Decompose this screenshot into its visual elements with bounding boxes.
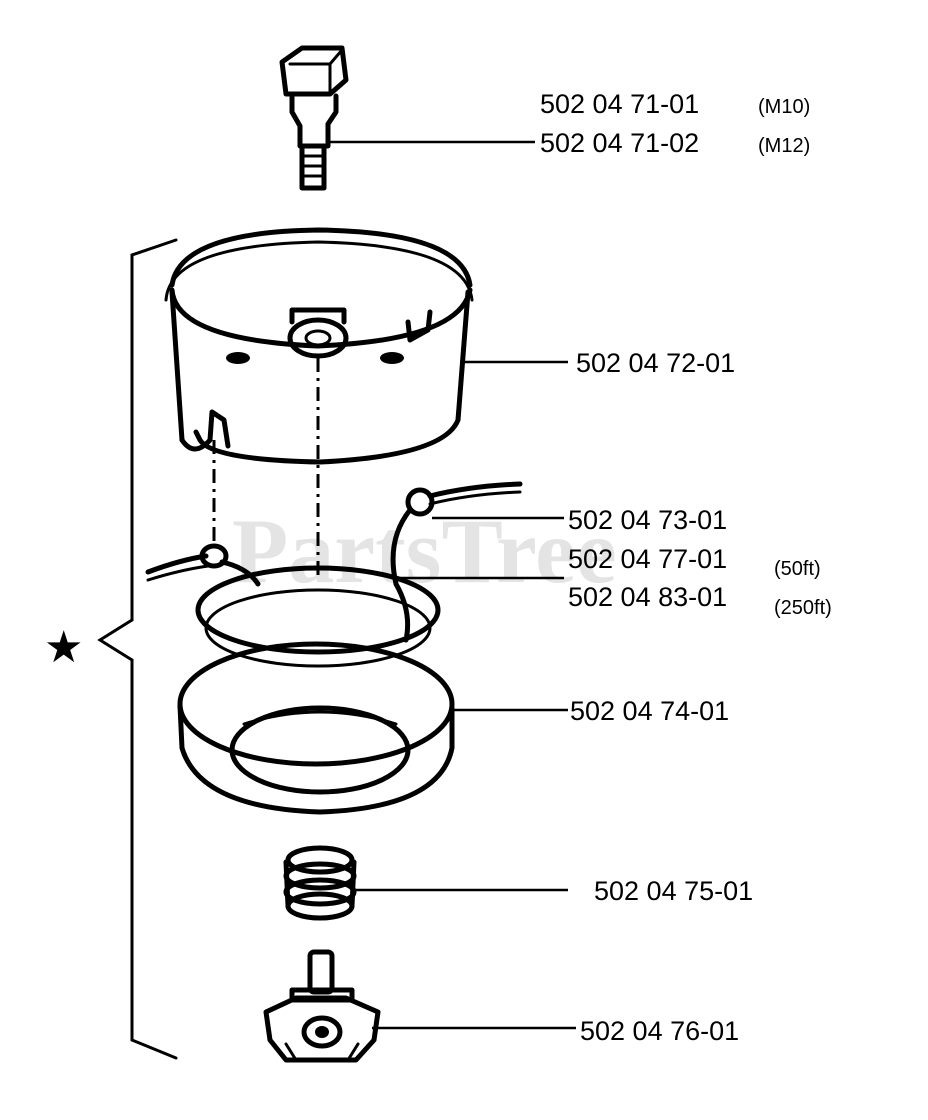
part-number-line-250: 502 04 83-01	[568, 582, 727, 612]
spool-drawing	[177, 565, 455, 815]
knob-drawing	[263, 949, 381, 1063]
trimmer-line-drawing	[145, 481, 523, 643]
part-number-spring: 502 04 75-01	[594, 876, 753, 906]
assembly-bracket: ★	[44, 238, 178, 1060]
part-note-bolt-alt: (M12)	[758, 135, 810, 157]
part-note-bolt: (M10)	[758, 96, 810, 118]
part-number-line-50: 502 04 77-01	[568, 544, 727, 574]
assembly-star-icon: ★	[44, 622, 83, 673]
part-note-line-50: (50ft)	[774, 558, 821, 580]
part-number-spool: 502 04 74-01	[570, 696, 729, 726]
part-number-knob: 502 04 76-01	[580, 1016, 739, 1046]
part-number-line: 502 04 73-01	[568, 505, 727, 535]
part-number-bolt-alt: 502 04 71-02	[540, 128, 699, 158]
part-number-bolt: 502 04 71-01	[540, 89, 699, 119]
spring-drawing	[283, 845, 357, 921]
part-number-cover: 502 04 72-01	[576, 348, 735, 378]
bolt-drawing	[279, 45, 349, 191]
part-note-line-250: (250ft)	[774, 597, 832, 619]
